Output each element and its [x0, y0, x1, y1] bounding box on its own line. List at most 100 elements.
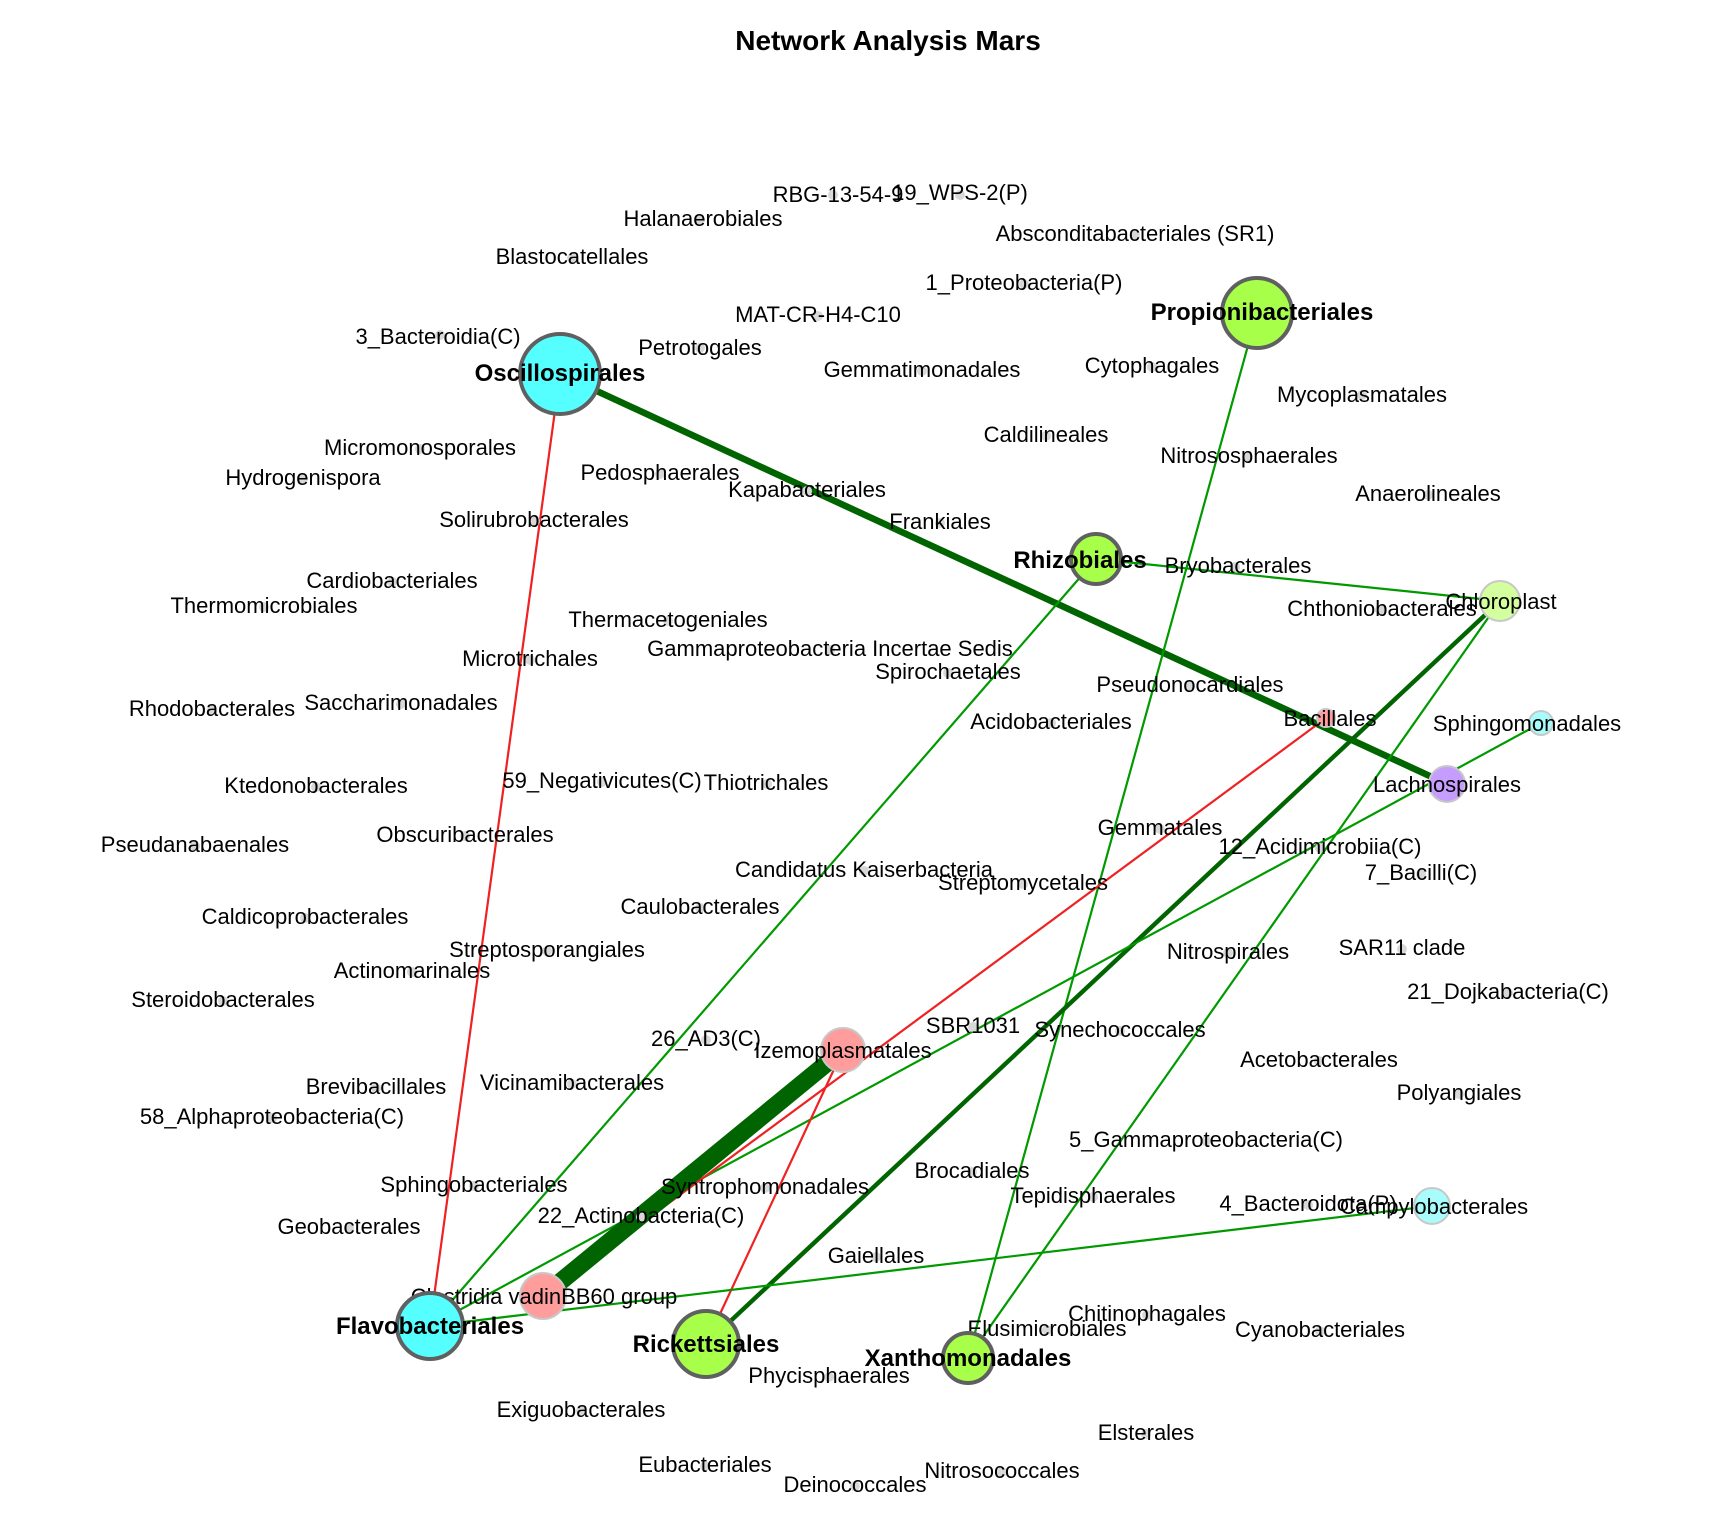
minor-node-label: Bryobacterales — [1165, 553, 1312, 578]
minor-node-dot — [824, 1372, 834, 1382]
minor-node-label: Saccharimonadales — [304, 690, 497, 715]
minor-node-label: Cyanobacteriales — [1235, 1317, 1405, 1342]
node-label-sphingomonadales: Sphingomonadales — [1433, 711, 1621, 736]
minor-node-dot — [1130, 230, 1140, 240]
minor-node-dot — [695, 903, 705, 913]
minor-node-dot — [955, 190, 965, 200]
minor-node-dot — [1314, 1056, 1324, 1066]
minor-node-dot — [1357, 390, 1367, 400]
minor-node-label: Steroidobacterales — [131, 987, 314, 1012]
minor-node-label: Actinomarinales — [334, 958, 491, 983]
minor-node-label: Chthoniobacterales — [1287, 596, 1477, 621]
minor-node-dot — [636, 1212, 646, 1222]
minor-node-label: Streptosporangiales — [449, 937, 645, 962]
minor-node-dot — [1018, 879, 1028, 889]
minor-node-dot — [542, 946, 552, 956]
minor-node-label: Nitrososphaerales — [1160, 443, 1337, 468]
node-izemoplasmatales — [820, 1027, 866, 1073]
minor-node-dot — [1397, 944, 1407, 954]
minor-node-label: SAR11 clade — [1339, 935, 1466, 960]
minor-node-label: Phycisphaerales — [748, 1363, 909, 1388]
hub-label-propionibacteriales: Propionibacteriales — [1151, 299, 1374, 326]
minor-node-label: Anaerolineales — [1355, 481, 1501, 506]
minor-node-label: 12_Acidimicrobiia(C) — [1219, 834, 1422, 859]
minor-node-dot — [1141, 1429, 1151, 1439]
minor-node-dot — [700, 1461, 710, 1471]
minor-node-label: Hydrogenispora — [225, 465, 381, 490]
minor-node-dot — [1115, 1026, 1125, 1036]
hub-label-xanthomonadales: Xanthomonadales — [865, 1345, 1072, 1372]
minor-node-dot — [1019, 279, 1029, 289]
minor-node-label: Nitrosococcales — [924, 1458, 1079, 1483]
minor-node-label: Acidobacteriales — [970, 709, 1131, 734]
minor-node-dot — [396, 699, 406, 709]
minor-node-dot — [802, 486, 812, 496]
minor-node-label: Acetobacterales — [1240, 1047, 1398, 1072]
edge-rhizobiales-flavobacteriales — [429, 558, 1097, 1327]
minor-node-dot — [576, 1406, 586, 1416]
minor-node-dot — [597, 777, 607, 787]
minor-node-dot — [813, 311, 823, 321]
node-label-campylobacterales: Campylobacterales — [1340, 1194, 1528, 1219]
minor-node-label: Geobacterales — [277, 1214, 420, 1239]
minor-node-dot — [567, 1079, 577, 1089]
minor-node-dot — [387, 577, 397, 587]
node-clostridia_vadin — [519, 1272, 567, 1320]
hub-label-oscillospirales: Oscillospirales — [475, 360, 646, 387]
minor-node-dot — [259, 602, 269, 612]
minor-node-label: Gammaproteobacteria Incertae Sedis — [647, 636, 1013, 661]
minor-node-dot — [1315, 843, 1325, 853]
minor-node-label: 21_Dojkabacteria(C) — [1407, 979, 1609, 1004]
minor-node-label: SBR1031 — [926, 1013, 1020, 1038]
hub-node-propionibacteriales — [1220, 276, 1294, 350]
node-label-bacillales: Bacillales — [1284, 706, 1377, 731]
minor-node-label: Petrotogales — [638, 335, 762, 360]
minor-node-dot — [943, 668, 953, 678]
minor-node-label: Gaiellales — [828, 1243, 925, 1268]
minor-node-label: Pseudonocardiales — [1096, 672, 1283, 697]
minor-node-label: 4_Bacteroidota(P) — [1219, 1191, 1396, 1216]
minor-node-label: Vicinamibacterales — [480, 1070, 664, 1095]
edge-oscillospirales-lachnospirales — [558, 371, 1449, 787]
minor-node-label: Ktedonobacterales — [224, 773, 407, 798]
minor-node-label: Blastocatellales — [496, 244, 649, 269]
hub-node-xanthomonadales — [941, 1331, 995, 1385]
minor-node-label: Solirubrobacterales — [439, 507, 629, 532]
minor-node-dot — [435, 330, 445, 340]
node-label-lachnospirales: Lachnospirales — [1373, 772, 1521, 797]
minor-node-label: 7_Bacilli(C) — [1365, 860, 1477, 885]
minor-node-dot — [460, 831, 470, 841]
minor-node-label: Thermomicrobiales — [170, 593, 357, 618]
minor-node-label: Pseudanabaenales — [101, 832, 289, 857]
minor-node-label: 22_Actinobacteria(C) — [538, 1203, 745, 1228]
minor-node-dot — [935, 518, 945, 528]
node-lachnospirales — [1428, 765, 1466, 803]
minor-node-label: Eubacteriales — [638, 1452, 771, 1477]
node-bacillales — [1316, 708, 1336, 728]
minor-node-label: Sphingobacteriales — [380, 1172, 567, 1197]
minor-node-label: Mycoplasmatales — [1277, 382, 1447, 407]
minor-node-dot — [859, 866, 869, 876]
minor-node-dot — [190, 841, 200, 851]
minor-node-label: Candidatus Kaiserbacteria — [735, 857, 994, 882]
minor-node-dot — [1041, 431, 1051, 441]
minor-node-label: Tepidisphaerales — [1010, 1183, 1175, 1208]
minor-node-dot — [967, 1167, 977, 1177]
minor-node-label: 5_Gammaproteobacteria(C) — [1069, 1127, 1343, 1152]
hub-node-rickettsiales — [671, 1309, 741, 1379]
minor-node-label: Brevibacillales — [306, 1074, 447, 1099]
minor-node-label: 1_Proteobacteria(P) — [926, 270, 1123, 295]
minor-node-dot — [655, 469, 665, 479]
minor-node-dot — [968, 1022, 978, 1032]
minor-node-dot — [415, 444, 425, 454]
minor-node-label: Synechococcales — [1034, 1017, 1205, 1042]
minor-node-dot — [828, 190, 838, 200]
minor-node-label: Micromonosporales — [324, 435, 516, 460]
minor-node-dot — [530, 516, 540, 526]
node-chloroplast — [1479, 580, 1521, 622]
hub-node-flavobacteriales — [395, 1291, 465, 1361]
node-sphingomonadales — [1528, 710, 1554, 736]
minor-node-dot — [1046, 718, 1056, 728]
minor-node-dot — [407, 967, 417, 977]
minor-node-dot — [1223, 948, 1233, 958]
